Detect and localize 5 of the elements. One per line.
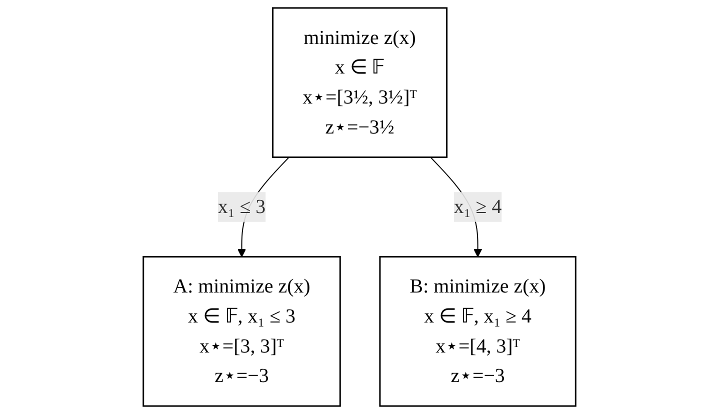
node-box: B: minimize z(x) x ∈ 𝔽, x₁ ≥ 4 x⋆=[4, 3]ᵀ z⋆=−3 — [379, 256, 576, 407]
edge-label: x₁ ≤ 3 — [218, 196, 266, 218]
node-box: minimize z(x) x ∈ 𝔽 x⋆=[3½, 3½]ᵀ z⋆=−3½ — [272, 7, 448, 158]
edge-label: x₁ ≥ 4 — [454, 196, 502, 218]
node-box: A: minimize z(x) x ∈ 𝔽, x₁ ≤ 3 x⋆=[3, 3]ᵀ z⋆=−3 — [142, 256, 341, 407]
